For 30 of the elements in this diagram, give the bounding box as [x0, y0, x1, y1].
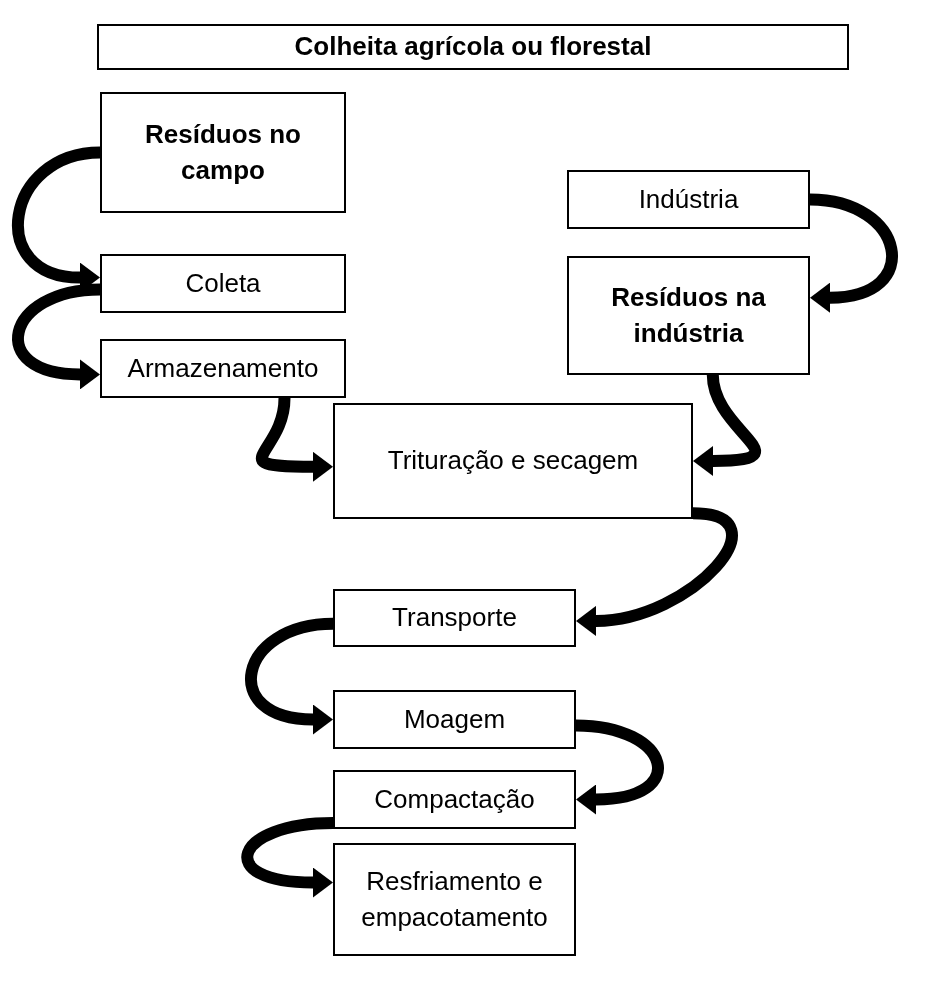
box-label: Trituração e secagem [387, 444, 639, 478]
title-box [97, 24, 849, 70]
box-label: Resfriamento e empacotamento [360, 865, 549, 934]
process-box [333, 843, 576, 956]
curved-arrow [256, 397, 333, 482]
box-label: Armazenamento [127, 351, 319, 385]
box-label: Transporte [392, 601, 517, 635]
box-label: Resíduos no campo [144, 118, 302, 187]
box-label: Colheita agrícola ou florestal [294, 30, 652, 64]
curved-arrow [809, 193, 898, 313]
process-box [100, 254, 346, 313]
process-box [333, 589, 576, 647]
process-box [333, 403, 693, 519]
curved-arrow [576, 507, 738, 636]
box-label: Coleta [185, 266, 261, 300]
curved-arrow [693, 374, 761, 476]
box-label: Indústria [638, 182, 739, 216]
box-label: Moagem [403, 702, 506, 736]
curved-arrow [245, 617, 334, 735]
process-box [567, 170, 810, 229]
box-label: Resíduos na indústria [610, 281, 767, 350]
process-box [333, 690, 576, 749]
process-box [100, 92, 346, 213]
process-box [567, 256, 810, 375]
box-label: Compactação [374, 782, 535, 816]
curved-arrow [575, 719, 664, 815]
process-box [333, 770, 576, 829]
curved-arrow [241, 817, 334, 898]
process-box [100, 339, 346, 398]
curved-arrow [12, 283, 101, 390]
